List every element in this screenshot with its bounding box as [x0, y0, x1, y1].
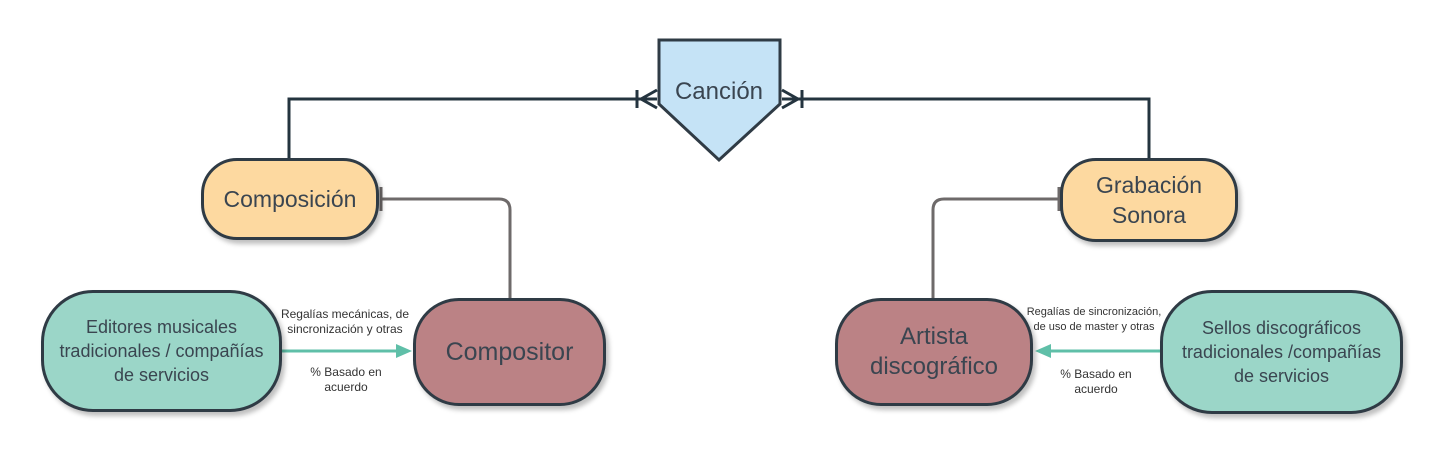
composer-label: Compositor	[445, 337, 574, 366]
publishers-label-line3: de servicios	[113, 365, 210, 385]
composition-label: Composición	[223, 185, 357, 212]
song-recording-connector	[782, 97, 1151, 158]
record-labels-label-line3: de servicios	[1233, 366, 1330, 386]
right-royalties-label: Regalías de sincronización, de uso de ma…	[1021, 305, 1167, 335]
right-royalties-line1: Regalías de sincronización,	[1026, 306, 1162, 318]
record-labels-label-line1: Sellos discográficos	[1201, 318, 1362, 338]
left-percentage-line2: acuerdo	[324, 380, 368, 394]
song-shape	[657, 38, 782, 163]
composer-composition-connector	[381, 197, 512, 298]
left-percentage-label: % Basado en acuerdo	[296, 365, 396, 395]
sound-recording-label-line1: Grabación	[1095, 172, 1203, 198]
artist-label-line1: Artista	[899, 323, 968, 350]
left-royalties-line1: Regalías mecánicas, de	[280, 307, 410, 321]
artist-recording-connector	[931, 197, 1059, 298]
left-percentage-line1: % Basado en	[310, 365, 382, 379]
left-royalties-label: Regalías mecánicas, de sincronización y …	[276, 307, 414, 337]
record-labels-node: Sellos discográficos tradicionales /comp…	[1160, 290, 1403, 414]
publishers-label-line1: Editores musicales	[85, 317, 238, 337]
artist-node: Artista discográfico	[835, 298, 1033, 406]
left-royalties-line2: sincronización y otras	[287, 322, 403, 336]
right-percentage-line1: % Basado en	[1060, 367, 1132, 381]
record-labels-label-line2: tradicionales /compañías	[1181, 342, 1382, 362]
publishers-label-line2: tradicionales / compañías	[59, 341, 264, 361]
song-composition-connector	[287, 97, 657, 158]
publishers-node: Editores musicales tradicionales / compa…	[41, 290, 282, 412]
crows-foot-right-icon	[781, 88, 804, 110]
right-percentage-label: % Basado en acuerdo	[1046, 367, 1146, 397]
crows-foot-left-icon	[635, 88, 658, 110]
arrowhead-right-icon	[396, 344, 412, 358]
song-label: Canción	[674, 78, 764, 105]
right-royalties-line2: de uso de master y otras	[1033, 321, 1155, 333]
right-percentage-line2: acuerdo	[1074, 382, 1118, 396]
sound-recording-node: Grabación Sonora	[1060, 158, 1238, 242]
composition-node: Composición	[201, 158, 379, 240]
sound-recording-label-line2: Sonora	[1111, 202, 1187, 228]
artist-label-line2: discográfico	[869, 353, 999, 380]
arrowhead-left-icon	[1035, 344, 1051, 358]
composer-node: Compositor	[413, 298, 606, 406]
